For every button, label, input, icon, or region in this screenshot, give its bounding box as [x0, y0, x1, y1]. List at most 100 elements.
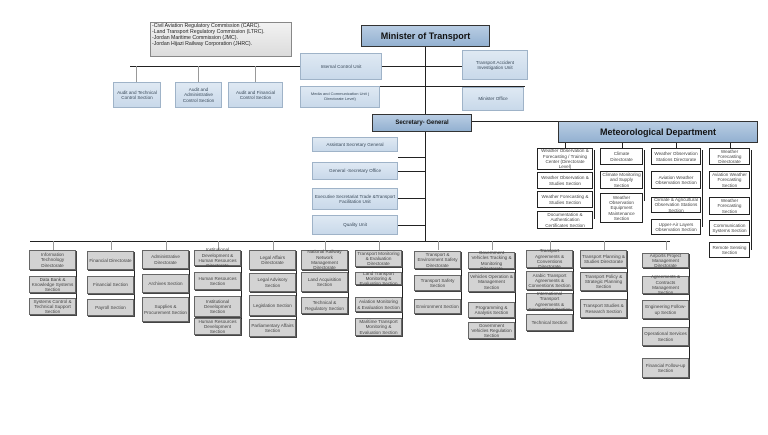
section-box: Transport Studies & Research Section — [580, 299, 627, 318]
media-unit: Media and Communication Unit ( Directora… — [300, 86, 380, 108]
directorate-box: Information Technology Directorate — [29, 250, 76, 270]
connector-line — [380, 86, 525, 87]
section-box: Environment Section — [414, 299, 461, 314]
directorate-box: Airports Project Management Directorate — [642, 253, 689, 268]
section-box: Engineering Follow-up Section — [642, 300, 689, 319]
connector-line — [189, 258, 190, 305]
sg-unit: General -Secretary Office — [312, 162, 398, 180]
directorate-box: Transport & Environment Safety Directora… — [414, 251, 461, 269]
met-unit: Weather Observation & Forecasting / Trai… — [537, 148, 593, 170]
connector-line — [472, 121, 558, 122]
audit-section: Audit and Technical Control Section — [113, 82, 161, 108]
connector-line — [573, 258, 574, 322]
sg-unit: Quality Unit — [312, 215, 398, 235]
audit-section: Audit and Administrative Control Section — [175, 82, 222, 108]
internal-control-unit: Internal Control Unit — [300, 53, 382, 80]
connector-line — [702, 150, 703, 227]
directorate-box: National Railway Network Management Dire… — [301, 249, 348, 270]
met-unit: Climate Monitoring and Supply Section — [600, 171, 643, 189]
met-unit: Aviation Weather Observation Section — [651, 171, 701, 189]
section-box: Aviation Monitoring & Evaluation Section — [355, 297, 402, 312]
connector-line — [402, 258, 403, 326]
commission-item: -Civil Aviation Regulatory Commission (C… — [152, 23, 261, 29]
met-unit: Communication Systems Section — [709, 220, 750, 236]
met-unit: Weather Forecasting Section — [709, 197, 750, 215]
section-box: Legal Advisory Section — [249, 273, 296, 292]
sg-unit: Executive Secretariat Trade &Transport F… — [312, 188, 398, 210]
met-unit: Weather Forecasting Directorate — [709, 148, 750, 165]
connector-line — [136, 66, 137, 82]
connector-line — [437, 241, 439, 250]
commission-item: -Jordan Hijazi Railway Corporation (JHRC… — [152, 40, 253, 47]
connector-line — [549, 241, 551, 250]
section-box: Financial Follow-up Section — [642, 358, 689, 378]
connector-line — [565, 143, 566, 148]
connector-line — [198, 66, 199, 82]
connector-line — [461, 258, 462, 307]
met-unit: Climate Directorate — [600, 148, 643, 165]
met-unit: Weather Forecasting & Studies Section — [537, 191, 593, 208]
secretary-general-box: Secretary- General — [372, 114, 472, 132]
connector-line — [398, 198, 425, 199]
section-box: Agreements & Contracts Management Sectio… — [642, 274, 689, 295]
connector-line — [398, 171, 425, 172]
directorate-box: Government Vehicles Tracking & Monitorin… — [468, 250, 515, 271]
section-box: Archives Section — [142, 274, 189, 293]
met-unit: Weather Observation & Studies Section — [537, 172, 593, 189]
connector-line — [603, 241, 605, 250]
minister-office: Minister Office — [462, 87, 524, 111]
connector-line — [621, 143, 623, 148]
section-box: Transport Safety Section — [414, 275, 461, 291]
section-box: Maritime Transport Monitoring & Evaluati… — [355, 318, 402, 336]
section-box: Technical & Regulatory Section — [301, 297, 348, 314]
connector-line — [644, 150, 645, 201]
connector-line — [627, 258, 628, 307]
minister-box: Minister of Transport — [361, 25, 490, 47]
commissions-box: -Civil Aviation Regulatory Commission (C… — [150, 22, 292, 57]
section-box: International Transport Agreements & Con… — [526, 291, 573, 312]
section-box: Vehicles Operation & Management Section — [468, 272, 515, 292]
directorate-box: Transport Planning & Studies Directorate — [580, 250, 627, 268]
section-box: Land Transport Monitoring & Evaluation S… — [355, 271, 402, 286]
connector-line — [378, 241, 380, 250]
connector-line — [594, 150, 595, 219]
section-box: Government Vehicles Regulation Section — [468, 322, 515, 339]
connector-line — [665, 241, 667, 250]
section-box: Transport Policy & Strategic Planning Se… — [580, 272, 627, 291]
section-box: Operational Services Section — [642, 327, 689, 346]
section-box: Land Acquisition Section — [301, 272, 348, 292]
directorate-box: Administrative Directorate — [142, 250, 189, 269]
connector-line — [272, 241, 274, 250]
directorate-box: Financial Directorate — [87, 251, 134, 270]
section-box: Legislation Section — [249, 295, 296, 316]
connector-line — [52, 241, 54, 250]
section-box: Data Bank & Knowledge Systems Section — [29, 276, 76, 293]
met-unit: Weather Observation Equipment Maintenanc… — [600, 193, 643, 223]
section-box: Programming & Analysis Section — [468, 302, 515, 318]
connector-line — [515, 258, 516, 330]
section-box: Financial Section — [87, 276, 134, 294]
section-box: Systems Control & Technical Support Sect… — [29, 298, 76, 315]
connector-line — [110, 241, 112, 250]
directorate-box: Transport Agreements & Conventions Direc… — [526, 248, 573, 269]
meteorological-department: Meteorological Department — [558, 121, 758, 143]
section-box: Payroll Section — [87, 299, 134, 316]
met-unit: Documentation & Authentication Certifica… — [537, 211, 593, 229]
connector-line — [398, 157, 425, 158]
sg-unit: Assistant Secretary General — [312, 137, 398, 152]
connector-line — [241, 258, 242, 326]
connector-line — [217, 241, 219, 250]
directorate-box: Legal Affairs Directorate — [249, 250, 296, 270]
commission-item: -Land Transport Regulatory Commission (L… — [152, 28, 265, 35]
connector-line — [165, 241, 167, 250]
connector-line — [296, 258, 297, 327]
section-box: Institutional Development Section — [194, 296, 241, 317]
connector-line — [729, 143, 731, 148]
connector-line — [76, 258, 77, 306]
section-box: Supplies & Procurement Section — [142, 297, 189, 322]
directorate-box: Institutional Development & Human Resour… — [194, 247, 241, 268]
connector-line — [134, 258, 135, 307]
met-unit: Remote Sensing Section — [709, 242, 750, 258]
section-box: Parliamentary Affairs Section — [249, 319, 296, 337]
